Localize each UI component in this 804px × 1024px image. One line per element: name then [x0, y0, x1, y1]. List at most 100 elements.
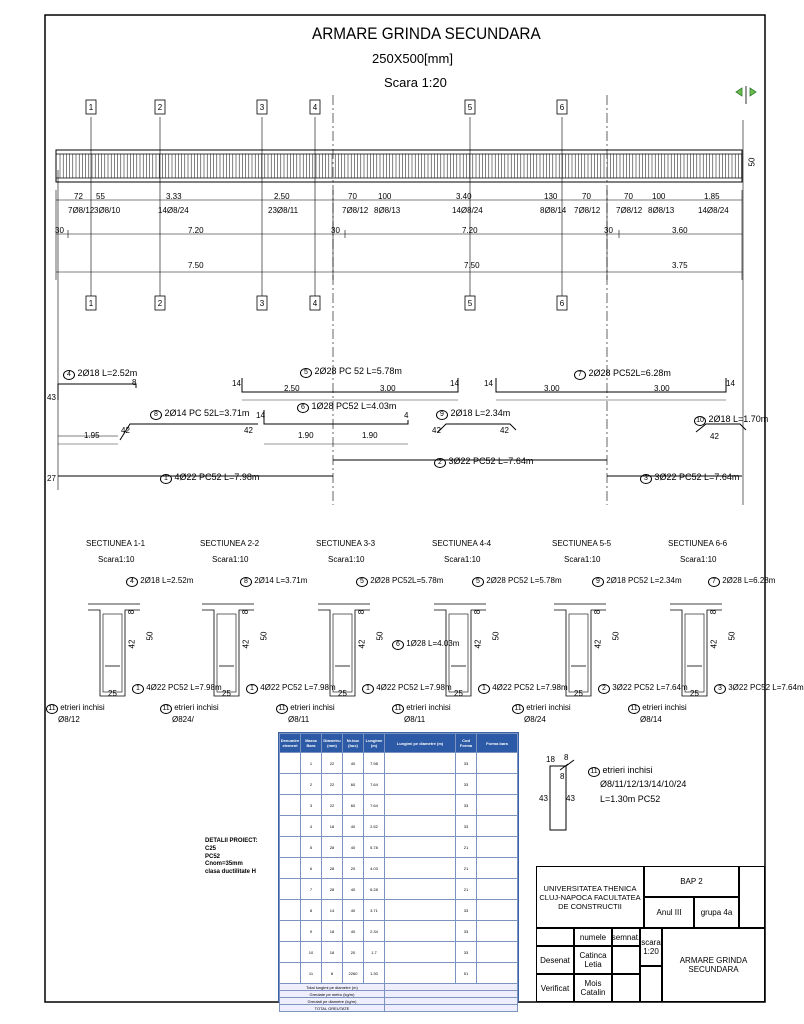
section-scale: Scara1:10 — [212, 555, 249, 564]
table-header: Forma bara — [476, 733, 518, 753]
section-stirrup-text: etrieri inchisi — [406, 703, 451, 712]
dim-top: 72 — [74, 192, 83, 201]
tb-empty — [640, 966, 662, 1002]
section-dim-top: 8 — [241, 609, 251, 615]
section-marker: 4 — [309, 295, 321, 311]
bar-dim: 3.00 — [654, 384, 670, 393]
bar-number: 3 — [640, 474, 652, 484]
section-bar-text: 2Ø28 PC52L=5.78m — [370, 576, 444, 585]
bar-number: 9 — [436, 410, 448, 420]
table-header: Marca Bara — [300, 733, 322, 753]
table-cell: 9 — [300, 920, 322, 942]
section-stirrup — [332, 613, 353, 693]
section-marker: 5 — [464, 295, 476, 311]
table-cell: 4 — [300, 815, 322, 837]
bar-dim: 14 — [726, 379, 735, 388]
table-cell: 7.98 — [363, 752, 385, 774]
bar-number: 5 — [300, 368, 312, 378]
dim-bottom: 3.75 — [672, 261, 688, 270]
bar-number: 10 — [694, 416, 706, 426]
bar-dim: 4 — [404, 411, 409, 420]
stirrup-label: 11 etrieri inchisi — [588, 766, 653, 777]
bar-number: 3 — [714, 684, 726, 694]
scale-value: 1:20 — [643, 947, 659, 956]
bar-dim: 42 — [710, 432, 719, 441]
section-dim-b: 25 — [222, 689, 231, 698]
section-title: SECTIUNEA 6-6 — [668, 539, 728, 548]
section-bar-text: 3Ø22 PC52 L=7.64m — [728, 683, 804, 692]
section-stirrup-spec: Ø8/14 — [640, 715, 662, 724]
details-title: DETALII PROIECT: — [205, 838, 258, 844]
dimension-lines — [55, 190, 743, 280]
section-dim-web: 42 — [593, 639, 603, 649]
table-cell: 33 — [455, 752, 477, 774]
table-cell — [279, 899, 301, 921]
bar-text: 2Ø18 L=2.52m — [77, 368, 138, 378]
university-name: UNIVERSITATEA THENICA CLUJ-NAPOCA FACULT… — [536, 866, 644, 928]
table-cell — [476, 794, 518, 816]
details-line: clasa ductilitate H — [205, 869, 257, 876]
table-cell — [384, 815, 456, 837]
bar-text: 2Ø14 PC 52L=3.71m — [164, 408, 250, 418]
section-bottom-bar: 3 3Ø22 PC52 L=7.64m — [714, 684, 804, 694]
stirrup-spec: 7Ø8/12 — [68, 206, 95, 215]
bar-number: 1 — [246, 684, 258, 694]
bar-number: 1 — [160, 474, 172, 484]
section-marker-label: 1 — [89, 103, 94, 112]
section-bottom-bar: 1 4Ø22 PC52 L=7.98m — [132, 684, 222, 694]
section-marker-label: 6 — [560, 103, 565, 112]
bar-label: 7 2Ø28 PC52L=6.28m — [574, 369, 671, 380]
section-bottom-bar: 1 4Ø22 PC52 L=7.98m — [246, 684, 336, 694]
section-marker-label: 5 — [468, 103, 473, 112]
section-top-bar: 5 2Ø28 PC52L=5.78m — [356, 577, 443, 587]
table-header: Lungime (m) — [363, 733, 385, 753]
bar-dim: 1.90 — [298, 431, 314, 440]
bar-shapes — [57, 378, 747, 477]
table-cell: 8 — [300, 899, 322, 921]
section-bar-text: 4Ø22 PC52 L=7.98m — [376, 683, 452, 692]
table-cell: 21 — [455, 836, 477, 858]
details-line: Cnom=35mm — [205, 861, 243, 868]
section-stirrup-spec: Ø8/12 — [58, 715, 80, 724]
bar-text: 2Ø28 PC 52 L=5.78m — [314, 366, 402, 376]
table-footer-label: TOTAL GREUTATE — [279, 1004, 385, 1012]
section-stirrup — [684, 613, 705, 693]
bar-text: 3Ø22 PC52 L=7.64m — [654, 472, 740, 482]
table-cell: 1.7 — [363, 941, 385, 963]
table-cell — [476, 752, 518, 774]
bar-dim: 1.90 — [362, 431, 378, 440]
table-cell: 51 — [455, 962, 477, 984]
table-cell — [476, 920, 518, 942]
bar-dim: 8 — [132, 378, 137, 387]
section-dim-top: 8 — [593, 609, 603, 615]
table-cell — [279, 857, 301, 879]
dim-top: 3.40 — [456, 192, 472, 201]
section-marker: 1 — [85, 295, 97, 311]
stirrup-dim: 18 — [546, 755, 555, 764]
table-footer-label: Total lungimi pe diametre (m) — [279, 983, 385, 991]
section-outline — [88, 609, 140, 697]
stirrup-dim: 8 — [564, 753, 569, 762]
table-cell: 1 — [300, 752, 322, 774]
table-cell: 7.64 — [363, 773, 385, 795]
table-cell — [476, 941, 518, 963]
table-cell: 2260 — [342, 962, 364, 984]
section-bar-text: 4Ø22 PC52 L=7.98m — [492, 683, 568, 692]
table-cell — [476, 878, 518, 900]
bar-dim: 42 — [500, 426, 509, 435]
section-dim-b: 25 — [690, 689, 699, 698]
table-cell: 5 — [300, 836, 322, 858]
stirrup-length: L=1.30m PC52 — [600, 794, 661, 804]
bar-number: 11 — [392, 704, 404, 714]
bar-number: 11 — [276, 704, 288, 714]
table-cell: 2.52 — [363, 815, 385, 837]
dim-top: 70 — [624, 192, 633, 201]
section-stirrup-label: 11 etrieri inchisi — [628, 704, 687, 714]
stirrup-dim: 43 — [539, 794, 548, 803]
section-stirrup — [216, 613, 237, 693]
section-stirrup — [568, 613, 589, 693]
table-cell: 40 — [342, 752, 364, 774]
bar-dim: 3.00 — [380, 384, 396, 393]
section-stirrup — [448, 613, 469, 693]
checked-label: Verificat — [536, 974, 574, 1002]
